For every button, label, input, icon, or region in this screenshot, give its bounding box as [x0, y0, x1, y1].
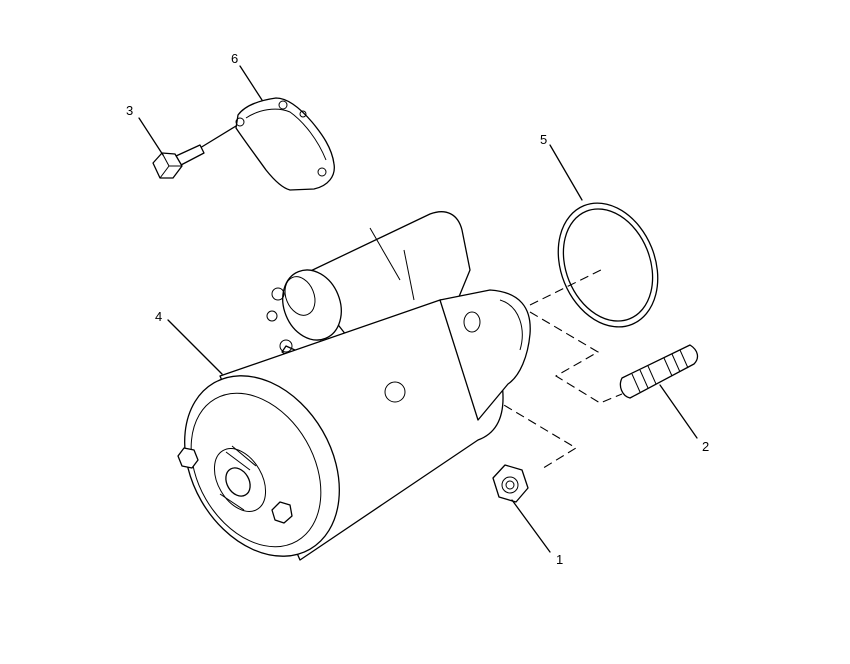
- callout-2: 2: [702, 439, 710, 454]
- part-3-bolt: [152, 125, 237, 179]
- leader-6: [239, 65, 263, 101]
- leader-4: [167, 319, 223, 375]
- leader-2: [659, 384, 698, 439]
- part-4-starter-motor: [177, 211, 531, 561]
- callout-4: 4: [155, 309, 163, 324]
- callout-1: 1: [556, 552, 564, 567]
- part-1-nut: [492, 464, 529, 503]
- part-5-o-ring: [557, 202, 659, 328]
- leader-1: [511, 499, 551, 553]
- callout-6: 6: [231, 51, 239, 66]
- part-6-cover-plate: [235, 97, 335, 191]
- part-2-stud: [619, 344, 699, 399]
- leader-5: [549, 144, 583, 201]
- leader-lines: [138, 65, 698, 553]
- callout-5: 5: [540, 132, 548, 147]
- leader-3: [138, 117, 164, 156]
- callout-3: 3: [126, 103, 134, 118]
